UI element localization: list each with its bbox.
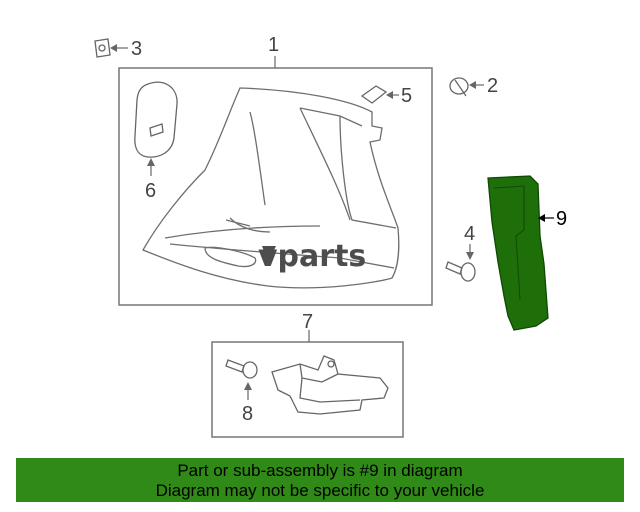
part-8-screw: [225, 359, 258, 379]
part-3-nut: [94, 38, 111, 58]
arrow-3: [110, 44, 117, 52]
callout-6: 6: [145, 180, 156, 202]
part-5-clip: [360, 85, 388, 104]
part-1-tail-lamp: [142, 87, 400, 289]
callout-5: 5: [401, 85, 412, 107]
callout-9: 9: [556, 208, 567, 230]
arrow-5: [386, 91, 393, 99]
assembly-box-7: [211, 341, 404, 438]
callout-8: 8: [242, 403, 253, 425]
part-2-clip: [449, 77, 469, 97]
info-banner: Part or sub-assembly is #9 in diagram Di…: [16, 458, 624, 502]
part-4-bolt: [445, 261, 476, 282]
part-6-gasket: [134, 81, 178, 158]
banner-line-1: Part or sub-assembly is #9 in diagram: [177, 461, 463, 480]
arrow-8: [244, 382, 252, 390]
watermark-mark: [262, 246, 276, 262]
callout-7: 7: [302, 311, 313, 333]
callout-4: 4: [464, 223, 475, 245]
watermark-logo: vparts: [258, 239, 366, 274]
part-7-bracket: [271, 355, 389, 415]
callout-2: 2: [487, 75, 498, 97]
arrow-6: [147, 158, 155, 166]
arrow-9: [538, 214, 545, 222]
arrow-4: [466, 252, 474, 260]
part-9-detail: [493, 185, 525, 301]
arrow-2: [469, 81, 476, 89]
callout-1: 1: [268, 34, 279, 56]
callout-3: 3: [131, 38, 142, 60]
part-9-garnish: [487, 175, 549, 331]
banner-line-2: Diagram may not be specific to your vehi…: [155, 481, 485, 500]
